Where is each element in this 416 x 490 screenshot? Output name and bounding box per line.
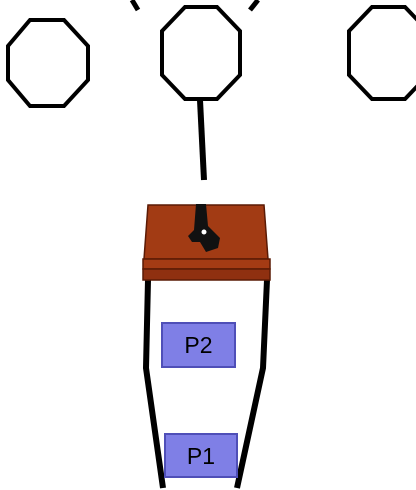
player-p2-label: P2 <box>184 332 212 358</box>
target-stand-line <box>197 99 207 181</box>
player-p2-box: P2 <box>161 322 236 368</box>
target-frame-left-stub <box>129 0 141 12</box>
lane-left-line <box>142 279 166 489</box>
target-center <box>160 5 242 101</box>
target-frame-right-stub <box>248 0 260 12</box>
lane-right-line <box>234 279 270 489</box>
player-p1-label: P1 <box>187 443 215 469</box>
player-p1-box: P1 <box>164 433 238 478</box>
target-right <box>347 5 416 101</box>
pistol-icon <box>188 204 220 252</box>
target-left <box>6 18 90 108</box>
